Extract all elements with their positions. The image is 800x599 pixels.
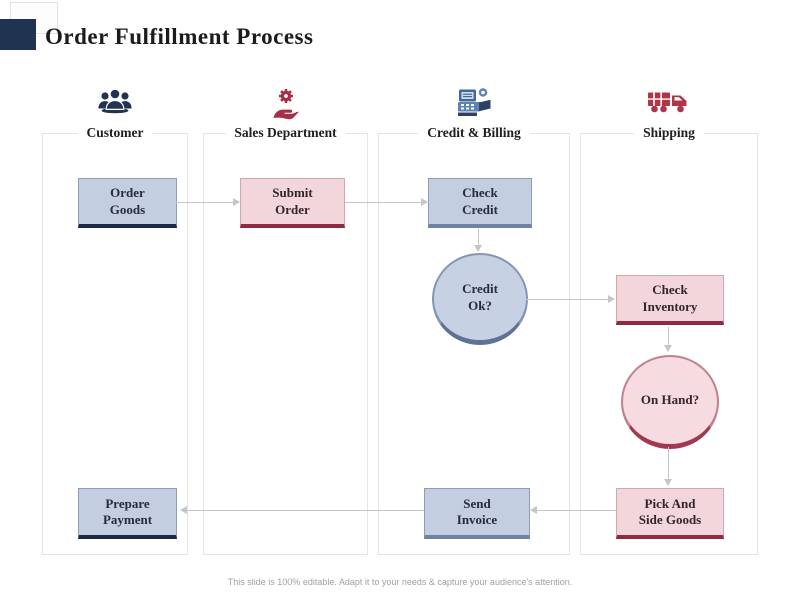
arrow-right-icon (233, 198, 240, 206)
node-label-line: Send (463, 495, 491, 511)
node-check-credit[interactable]: Check Credit (428, 178, 532, 228)
connector-credit-ok-to-check-inventory (526, 299, 609, 300)
users-icon (96, 86, 134, 115)
arrow-down-icon (664, 479, 672, 486)
node-label-line: Invoice (456, 512, 498, 527)
node-label-line: Order (110, 185, 145, 201)
node-label-line: Credit (462, 281, 498, 297)
hand-gear-icon (271, 86, 301, 122)
connector-submit-order-to-check-credit (345, 202, 422, 203)
arrow-right-icon (421, 198, 428, 206)
node-label-line: On Hand? (640, 392, 700, 408)
connector-check-credit-to-credit-ok (478, 229, 479, 246)
node-label-line: Check (652, 282, 688, 298)
node-label-line: Ok? (468, 297, 492, 313)
arrow-down-icon (474, 245, 482, 252)
truck-icon (647, 86, 691, 116)
arrow-left-icon (530, 506, 537, 514)
connector-pick-side-goods-to-send-invoice (537, 510, 616, 511)
node-pick-and-side-goods[interactable]: Pick And Side Goods (616, 488, 724, 539)
node-label-line: Goods (109, 201, 146, 217)
page-title: Order Fulfillment Process (45, 24, 314, 49)
lane-label-sales-department: Sales Department (225, 125, 346, 141)
lane-customer: Customer (42, 88, 188, 555)
node-label-line: Order (275, 201, 310, 217)
node-label-line: Submit (272, 185, 313, 201)
connector-check-inventory-to-on-hand (668, 327, 669, 346)
node-check-inventory[interactable]: Check Inventory (616, 275, 724, 325)
node-label-line: Check (462, 185, 498, 201)
lane-credit-billing: Credit & Billing (378, 88, 570, 555)
node-label-line: Pick And (644, 495, 696, 511)
node-label-line: Side Goods (638, 512, 702, 527)
node-label-line: Credit (462, 201, 498, 217)
node-prepare-payment[interactable]: Prepare Payment (78, 488, 177, 539)
arrow-right-icon (608, 295, 615, 303)
title-decoration-navy-square (0, 19, 36, 50)
lane-label-credit-billing: Credit & Billing (418, 125, 530, 141)
billing-machine-icon (456, 86, 492, 120)
connector-on-hand-to-pick-side-goods (668, 447, 669, 480)
node-label-line: Inventory (642, 298, 698, 314)
node-send-invoice[interactable]: Send Invoice (424, 488, 530, 539)
node-submit-order[interactable]: Submit Order (240, 178, 345, 228)
arrow-left-icon (180, 506, 187, 514)
lane-label-customer: Customer (77, 125, 153, 141)
node-label-line: Prepare (105, 495, 150, 511)
node-credit-ok[interactable]: Credit Ok? (432, 253, 528, 345)
lane-label-shipping: Shipping (634, 125, 704, 141)
connector-order-goods-to-submit-order (176, 202, 234, 203)
node-on-hand[interactable]: On Hand? (621, 355, 719, 449)
lane-sales-department: Sales Department (203, 89, 368, 555)
connector-send-invoice-to-prepare-payment (187, 510, 424, 511)
lane-shipping: Shipping (580, 92, 758, 555)
node-label-line: Payment (102, 512, 153, 527)
node-order-goods[interactable]: Order Goods (78, 178, 177, 228)
arrow-down-icon (664, 345, 672, 352)
footer-note: This slide is 100% editable. Adapt it to… (227, 577, 573, 587)
